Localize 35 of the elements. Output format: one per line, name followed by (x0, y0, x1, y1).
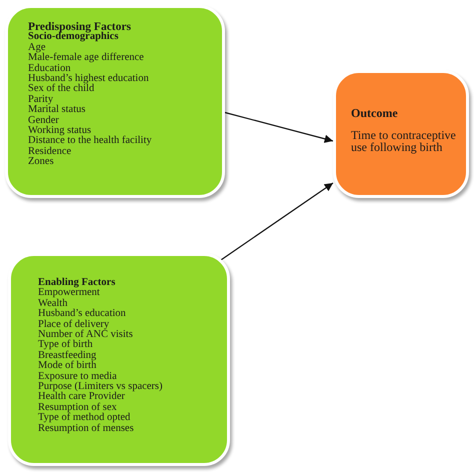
list-item: Working status (28, 126, 92, 136)
list-item: Exposure to media (38, 372, 117, 382)
list-item: Age (28, 42, 46, 53)
list-item: Type of birth (38, 340, 93, 350)
heading: Socio-demographics (28, 32, 118, 43)
factor-box (5, 5, 225, 198)
heading: Predisposing Factors (28, 22, 131, 32)
factor-box (333, 70, 469, 198)
factor-box (8, 253, 230, 466)
list-item: Breastfeeding (38, 350, 96, 361)
list-item: Resumption of sex (38, 402, 117, 413)
list-item: Education (28, 64, 71, 74)
list-item: Wealth (38, 298, 68, 309)
list-item: Husband’s education (38, 309, 126, 320)
list-item: Husband’s highest education (28, 74, 149, 84)
heading: Enabling Factors (38, 278, 116, 288)
list-item: Number of ANC visits (38, 330, 133, 340)
list-item: Health care Provider (38, 392, 125, 402)
arrow (222, 111, 334, 143)
list-item: Distance to the health facility (28, 136, 152, 146)
list-item: Time to contraceptive use following birth (351, 129, 457, 153)
list-item: Place of delivery (38, 320, 110, 330)
list-item: Marital status (28, 105, 86, 116)
list-item: Mode of birth (38, 361, 96, 372)
list-item: Resumption of menses (38, 424, 134, 434)
list-item: Zones (28, 157, 54, 168)
heading: Outcome (351, 107, 398, 119)
list-item: Gender (28, 116, 59, 126)
list-item: Male-female age difference (28, 53, 144, 64)
list-item: Type of method opted (38, 413, 130, 424)
list-item: Empowerment (38, 288, 100, 298)
list-item: Sex of the child (28, 84, 94, 95)
list-item: Parity (28, 94, 54, 105)
list-item: Purpose (Limiters vs spacers) (38, 382, 163, 392)
list-item: Residence (28, 146, 72, 157)
